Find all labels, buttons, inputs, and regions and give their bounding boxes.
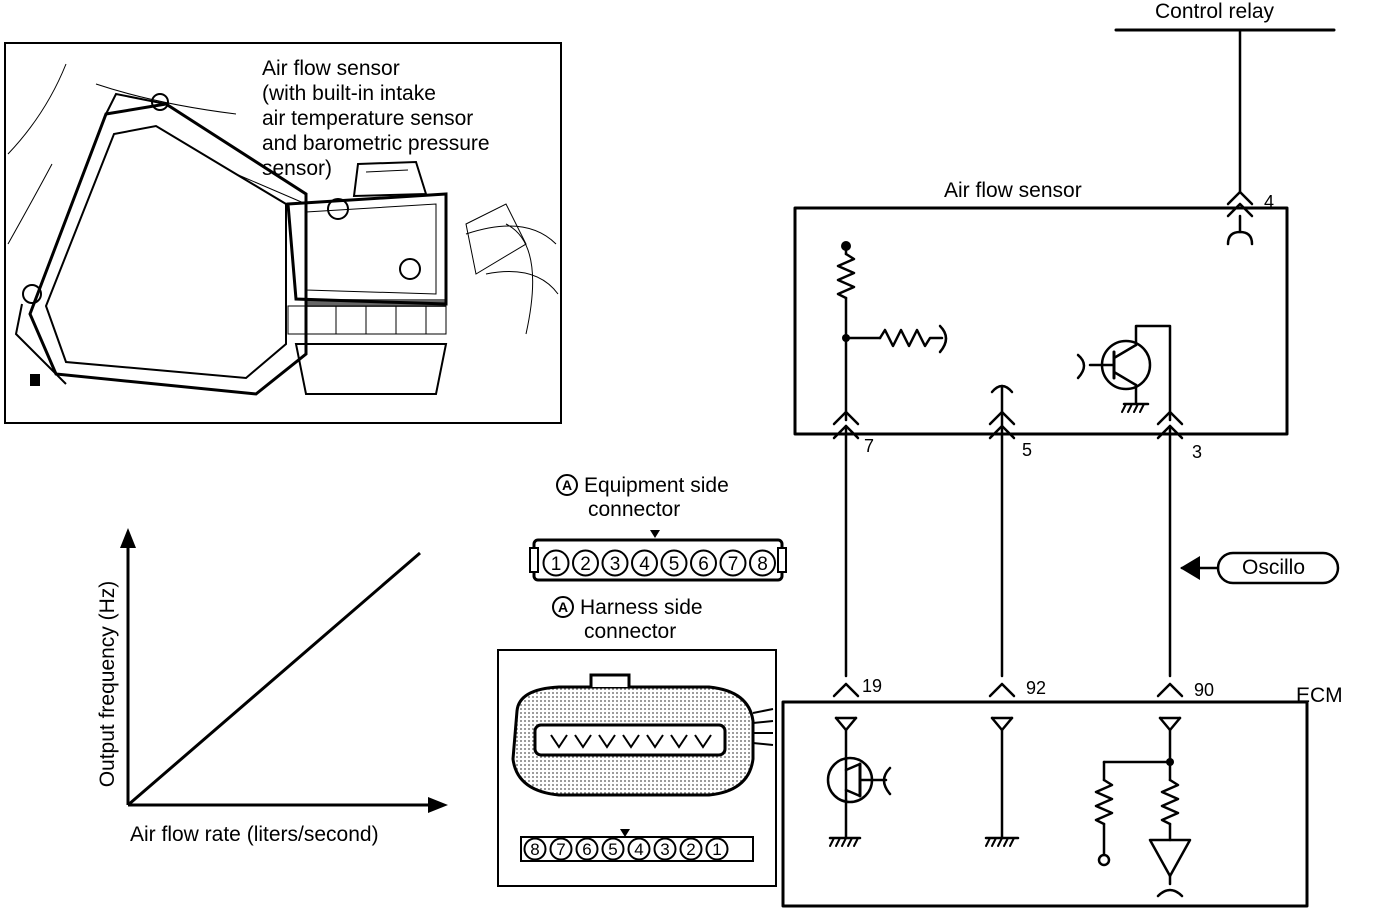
pin-index-arrow-icon [650,530,660,538]
x-axis-arrow [428,797,448,813]
equipment-label-line-1: Equipment side [584,474,729,497]
connector-pin [749,549,776,577]
connector-pin-number: 3 [610,554,621,575]
equipment-connector-label: A Equipment side connector [556,474,729,522]
connector-pin [542,549,570,577]
connector-pin-number: 6 [582,840,591,859]
connector-pin-number: 8 [757,554,768,575]
connector-pin-number: 4 [639,554,650,575]
oscillo-probe-arrow-icon [1180,556,1200,580]
connector-pin-number: 7 [728,554,739,575]
oscillo-label: Oscillo [1242,556,1306,579]
y-axis-arrow [120,528,136,548]
photo-caption: Air flow sensor (with built-in intake ai… [262,56,490,181]
terminal-label: 19 [862,676,883,696]
frequency-graph [120,528,448,813]
connector-pin [690,549,717,577]
photo-caption-line: and barometric pressure [262,132,490,155]
air-flow-sensor-illustration [7,63,559,396]
photo-caption-line: air temperature sensor [262,107,474,130]
terminal-label: 90 [1194,680,1215,700]
marker-a-icon: A [556,474,578,496]
connector-pin [575,837,599,861]
harness-label-line-2: connector [584,620,677,643]
ecm-label: ECM [1296,684,1343,707]
linear-response-line [127,551,421,807]
harness-label-line-1: Harness side [580,596,703,619]
connector-pin [572,549,599,577]
pin-index-arrow-icon [620,829,630,837]
connector-pin-number: 3 [660,840,669,859]
connector-pin [627,837,651,861]
air-flow-sensor-box [793,206,1289,436]
connector-pin-number: 4 [634,840,643,859]
harness-connector-illustration [511,673,774,797]
photo-caption-line: Air flow sensor [262,57,400,80]
ecm-box [781,700,1309,908]
connector-pin [601,837,625,861]
graph-y-label: Output frequency (Hz) [96,580,119,788]
connector-pin [523,837,547,861]
terminal-label: 5 [1022,440,1033,460]
connector-pin-number: 1 [551,554,562,575]
equipment-label-line-2: connector [588,498,681,521]
terminal-label: 7 [864,436,875,456]
terminal-label: 3 [1192,442,1203,462]
harness-connector-label: A Harness side connector [552,596,703,644]
oscillo-box [1216,551,1340,585]
wiring-schematic [781,28,1340,908]
connector-pin-number: 2 [686,840,695,859]
connector-pin-number: 1 [712,840,721,859]
connector-pin [631,549,658,577]
connector-pin [660,549,688,577]
connector-pin [653,837,677,861]
terminal-label: 92 [1026,678,1047,698]
connector-pin [719,549,747,577]
marker-a-icon: A [552,596,574,618]
terminal-label: 4 [1264,192,1275,212]
connector-pin [705,837,729,861]
connector-pin [549,837,573,861]
connector-pin-number: 5 [608,840,617,859]
photo-caption-line: (with built-in intake [262,82,436,105]
connector-pin-number: 7 [556,840,565,859]
sensor-photo-panel: Air flow sensor (with built-in intake ai… [4,42,562,424]
air-flow-sensor-label: Air flow sensor [944,179,1082,202]
connector-pin-number: 2 [580,554,591,575]
photo-caption-line: sensor) [262,157,333,180]
connector-pin [679,837,703,861]
connector-pin [601,549,629,577]
connector-pin-number: 6 [698,554,709,575]
graph-x-label: Air flow rate (liters/second) [130,823,379,846]
connector-pin-number: 8 [530,840,539,859]
control-relay-label: Control relay [1155,0,1275,23]
connector-pin-number: 5 [669,554,680,575]
